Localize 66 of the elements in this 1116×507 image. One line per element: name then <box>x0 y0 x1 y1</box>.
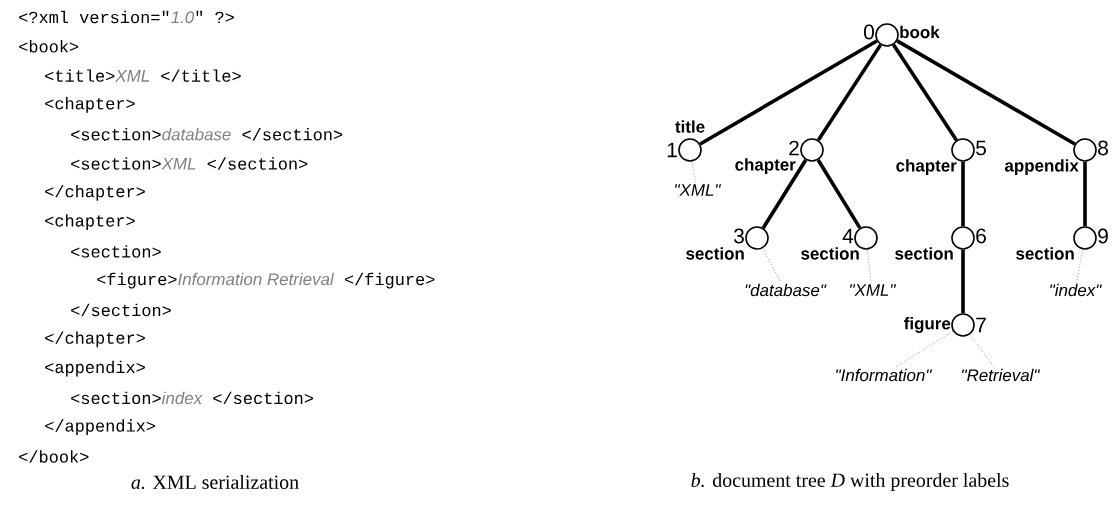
code-line: <figure>Information Retrieval </figure> <box>97 272 435 289</box>
tag-label: title <box>675 120 705 133</box>
tag-label: appendix <box>1004 159 1079 175</box>
tag-label: chapter <box>735 158 796 174</box>
tree-edge <box>699 39 878 146</box>
tree-node <box>951 313 975 337</box>
code-line: </appendix> <box>45 419 155 436</box>
code-line: <section>index </section> <box>71 391 313 405</box>
tree-edge <box>896 39 1076 146</box>
tree-edge <box>892 43 958 142</box>
tree-edge <box>816 159 862 229</box>
text-leaf: "Information" <box>836 368 932 382</box>
code-line: <section>XML </section> <box>71 157 308 170</box>
node-number: 4 <box>842 228 854 244</box>
node-number: 9 <box>1098 228 1108 244</box>
text-leaf: "XML" <box>850 284 897 296</box>
tag-label: chapter <box>896 159 957 175</box>
node-number: 1 <box>667 142 677 158</box>
node-number: 5 <box>976 140 986 156</box>
node-number: 3 <box>733 228 744 244</box>
tag-label: section <box>686 247 744 260</box>
tag-label: section <box>1016 247 1074 260</box>
tag-label: section <box>801 247 859 260</box>
leader-line <box>894 330 954 369</box>
tree-edge <box>761 159 808 229</box>
node-number: 0 <box>864 24 874 40</box>
code-line: <chapter> <box>45 214 135 230</box>
caption: b. document tree D with preorder labels <box>691 472 1009 491</box>
tree-node <box>951 226 975 250</box>
code-line: </book> <box>19 450 89 463</box>
leader-line <box>866 249 872 284</box>
node-number: 6 <box>976 228 986 244</box>
node-number: 2 <box>789 140 799 156</box>
code-line: <chapter> <box>45 97 135 113</box>
tree-edge <box>961 249 965 314</box>
node-number: 7 <box>976 317 986 333</box>
tree-node <box>678 138 702 162</box>
tag-label: section <box>895 247 953 260</box>
text-leaf: "Retrieval" <box>962 368 1041 382</box>
code-line: <title>XML </title> <box>45 69 241 82</box>
leader-line <box>691 161 697 184</box>
tree-edge <box>961 161 965 227</box>
tree-node <box>1073 226 1097 250</box>
caption: a. XML serialization <box>131 474 299 490</box>
code-line: <book> <box>19 40 79 53</box>
text-leaf: "XML" <box>675 184 722 196</box>
code-line: </section> <box>71 303 171 317</box>
code-line: <appendix> <box>45 360 145 377</box>
text-leaf: "database" <box>745 283 827 297</box>
leader-line <box>969 333 995 369</box>
leader-line <box>1075 249 1084 284</box>
code-line: </chapter> <box>45 184 145 201</box>
tag-label: book <box>900 25 940 39</box>
code-line: <section>database </section> <box>71 127 343 141</box>
tree-edge <box>816 43 883 142</box>
tag-label: figure <box>904 317 951 333</box>
text-leaf: "index" <box>1050 283 1102 297</box>
tree-node <box>745 226 769 250</box>
tree-node <box>800 138 824 162</box>
code-line: <?xml version="1.0" ?> <box>19 10 234 24</box>
node-number: 8 <box>1098 140 1108 156</box>
leader-line <box>762 247 782 284</box>
tree-edge <box>1083 161 1087 227</box>
tree-node <box>875 23 899 47</box>
code-line: </chapter> <box>45 331 145 348</box>
code-line: <section> <box>71 245 161 258</box>
